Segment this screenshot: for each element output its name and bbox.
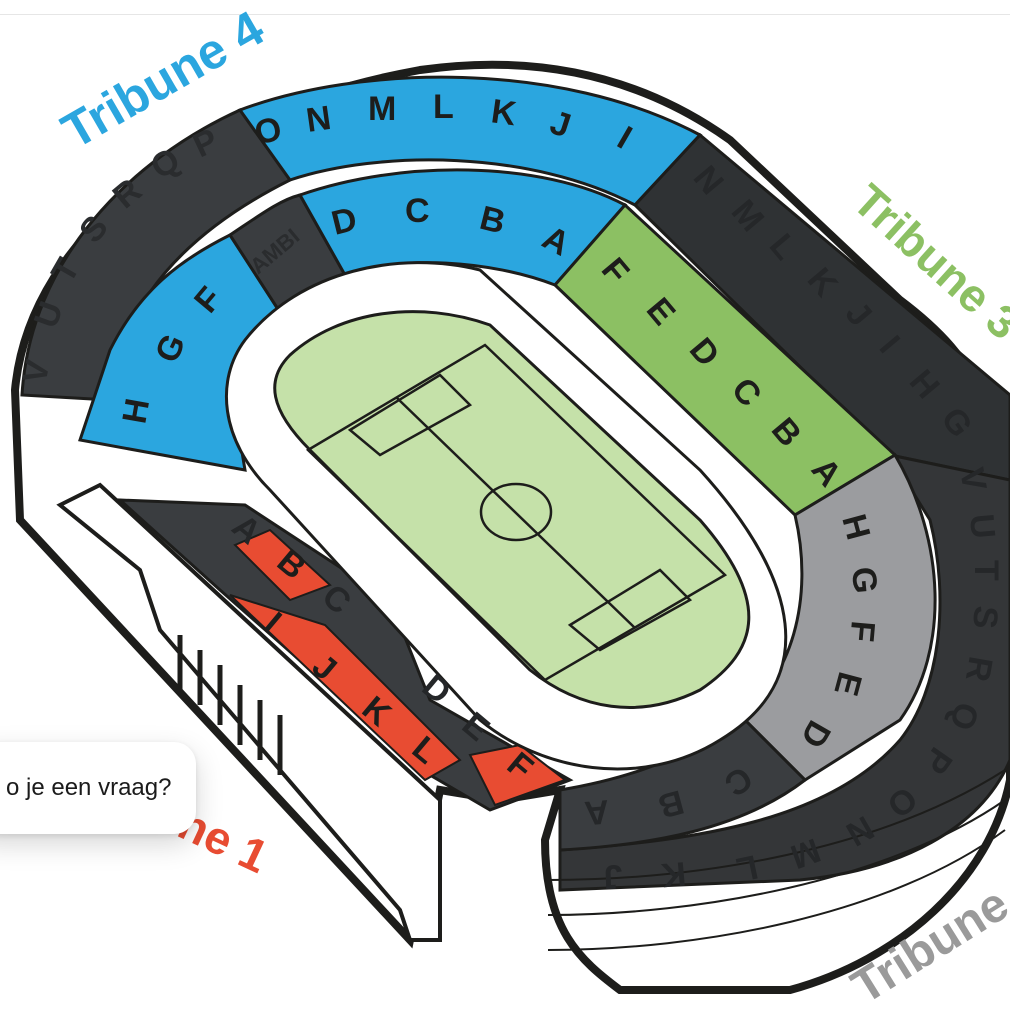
t4-lower-blue-label: C [405, 192, 430, 230]
pitch-markings [305, 343, 728, 682]
t4-upper-blue-label: M [368, 90, 396, 128]
chat-widget-text: o je een vraag? [6, 774, 172, 801]
t1-facade-columns [177, 635, 283, 775]
t4-upper-blue-label: L [433, 88, 454, 126]
t2-upper-dark-label: S [965, 604, 1005, 630]
t2-grey-label: G [844, 565, 884, 595]
t2-lower-dark-label: A [583, 792, 611, 832]
t4-upper-blue-label: K [489, 92, 519, 133]
t1-building [56, 482, 442, 942]
t1-red-sections-right [468, 743, 568, 807]
chat-widget-bubble[interactable]: o je een vraag? [0, 742, 196, 834]
t4-upper-blue-label: N [304, 99, 334, 140]
t1-red-sections-upper [233, 528, 332, 602]
t2-upper-dark-label: U [962, 512, 1002, 540]
t2-grey-label: F [842, 619, 882, 643]
t2-upper-dark-label: J [603, 857, 623, 896]
t2-upper-dark-label: K [659, 854, 687, 894]
t2-upper-dark-label: T [967, 560, 1005, 581]
t2-lower-grey [737, 452, 937, 782]
top-divider [0, 14, 1010, 15]
t2-facade [547, 769, 1006, 951]
t1-red-sections-lower [229, 594, 462, 782]
